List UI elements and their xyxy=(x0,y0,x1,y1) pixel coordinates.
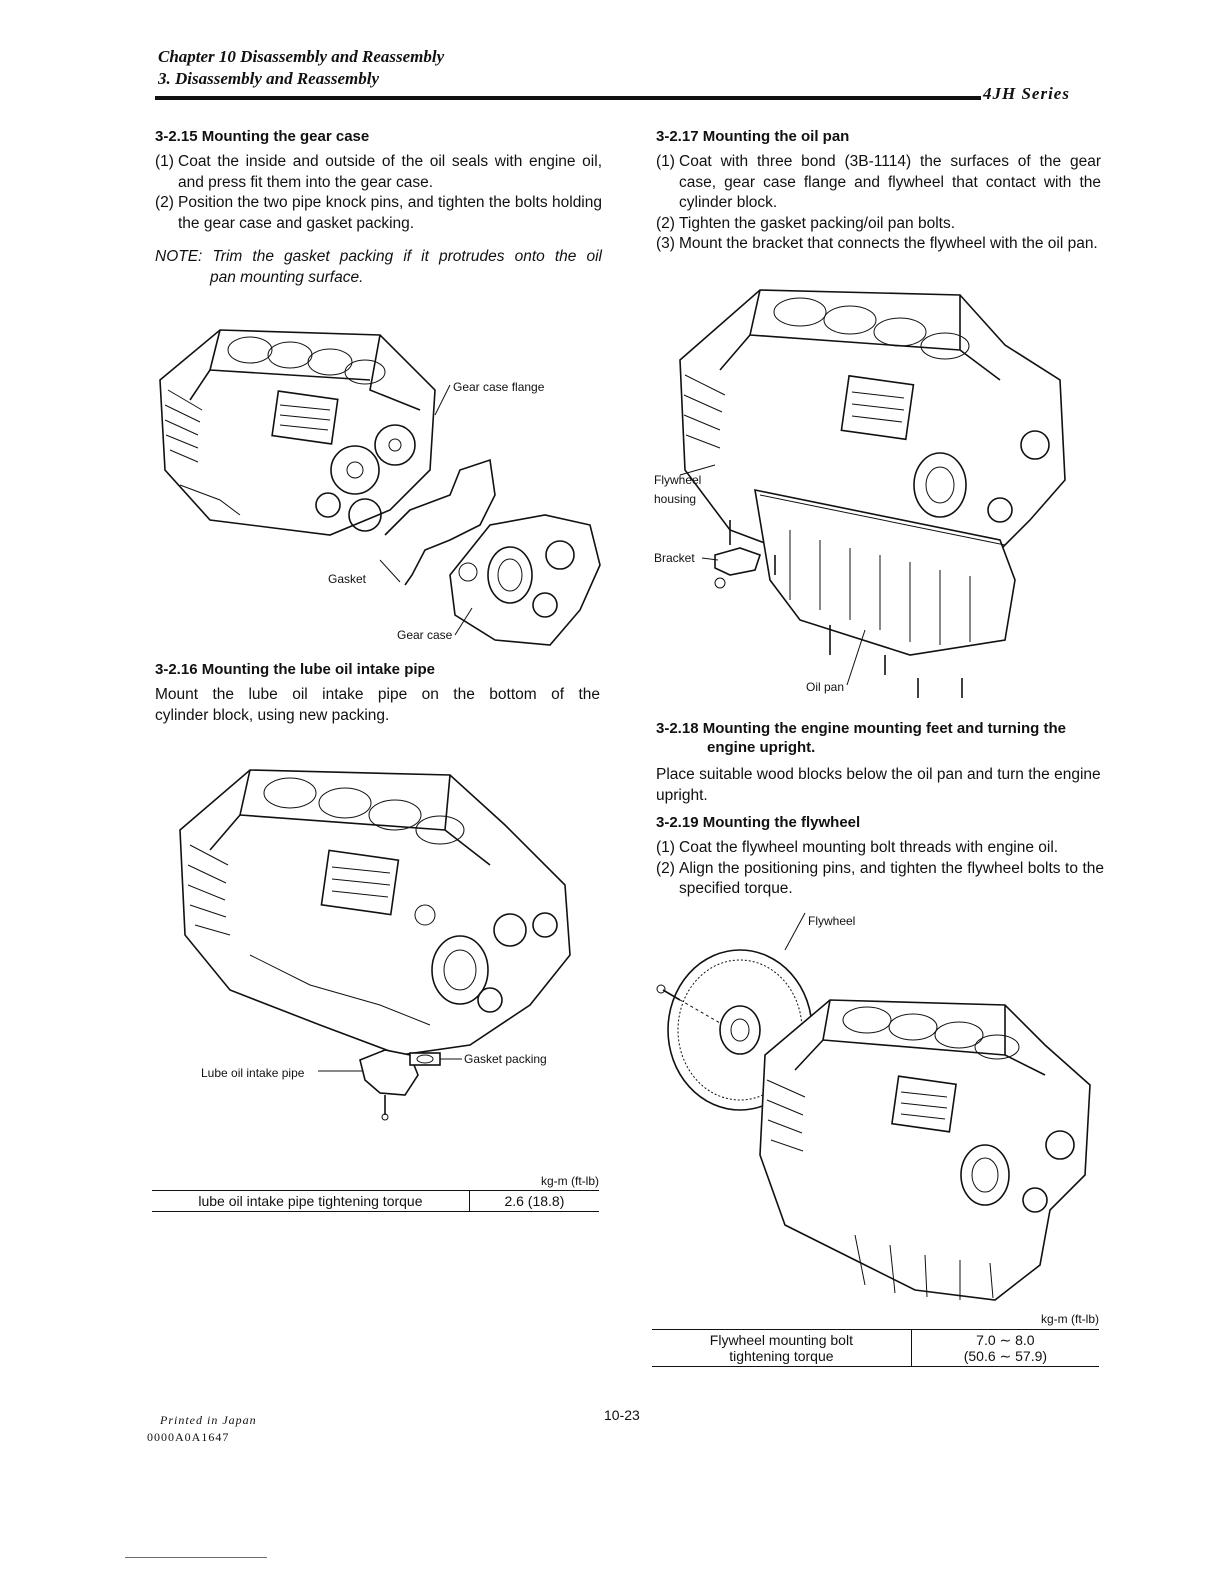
section-3-2-17: 3-2.17 Mounting the oil pan (1) Coat wit… xyxy=(656,127,1101,255)
section-3-2-16: 3-2.16 Mounting the lube oil intake pipe… xyxy=(155,661,600,724)
callout-lube-oil-intake-pipe: Lube oil intake pipe xyxy=(201,1066,305,1080)
spec-unit: kg-m (ft-lb) xyxy=(541,1174,599,1188)
step-item: (3) Mount the bracket that connects the … xyxy=(656,235,1098,252)
spec-value: 7.0 ∼ 8.0 (50.6 ∼ 57.9) xyxy=(910,1329,1099,1367)
callout-gear-case-flange: Gear case flange xyxy=(453,380,545,394)
gear-case-illustration xyxy=(159,329,601,646)
section-title: 3. Disassembly and Reassembly xyxy=(158,69,379,88)
step-item: (1) Coat with three bond (3B-1114) the s… xyxy=(656,153,1101,211)
callout-gasket-packing: Gasket packing xyxy=(464,1052,547,1066)
spec-label: Flywheel mounting bolt tightening torque xyxy=(652,1329,912,1367)
document-code: 0000A0A1647 xyxy=(147,1430,230,1444)
section-heading: 3-2.19 Mounting the flywheel xyxy=(656,814,861,831)
flywheel-illustration xyxy=(656,912,1091,1301)
step-item: (1) Coat the flywheel mounting bolt thre… xyxy=(656,839,1059,856)
callout-gear-case: Gear case xyxy=(397,628,453,642)
callout-flywheel-housing-line2: housing xyxy=(654,492,697,506)
section-3-2-18: 3-2.18 Mounting the engine mounting feet… xyxy=(656,719,1104,806)
step-item: (2) Position the two pipe knock pins, an… xyxy=(155,194,602,232)
callout-oil-pan: Oil pan xyxy=(806,680,845,694)
callout-bracket: Bracket xyxy=(654,551,695,565)
lube-oil-intake-illustration xyxy=(179,769,571,1121)
section-3-2-15: 3-2.15 Mounting the gear case (1) Coat t… xyxy=(155,127,602,288)
header-rule xyxy=(155,96,981,100)
spec-table-flywheel: kg-m (ft-lb) Flywheel mounting bolt tigh… xyxy=(652,1312,1099,1367)
spec-table-lube-oil: kg-m (ft-lb) lube oil intake pipe tighte… xyxy=(152,1174,599,1212)
section-3-2-19: 3-2.19 Mounting the flywheel (1) Coat th… xyxy=(656,813,1104,900)
bottom-divider xyxy=(125,1557,267,1558)
callout-flywheel: Flywheel xyxy=(808,914,856,928)
callout-flywheel-housing: Flywheel xyxy=(654,473,702,487)
spec-unit: kg-m (ft-lb) xyxy=(1041,1312,1099,1326)
printed-in: Printed in Japan xyxy=(160,1413,257,1427)
callout-gasket: Gasket xyxy=(328,572,367,586)
step-item: (1) Coat the inside and outside of the o… xyxy=(155,153,602,191)
step-item: (2) Tighten the gasket packing/oil pan b… xyxy=(656,214,956,232)
note: NOTE: Trim the gasket packing if it prot… xyxy=(155,248,602,286)
section-heading: 3-2.17 Mounting the oil pan xyxy=(656,128,850,145)
page-number: 10-23 xyxy=(604,1407,640,1423)
spec-label: lube oil intake pipe tightening torque xyxy=(152,1190,470,1212)
section-heading: 3-2.16 Mounting the lube oil intake pipe xyxy=(155,661,436,678)
spec-value: 2.6 (18.8) xyxy=(468,1190,599,1212)
oil-pan-illustration xyxy=(679,289,1066,698)
chapter-title: Chapter 10 Disassembly and Reassembly xyxy=(158,47,445,66)
step-item: (2) Align the positioning pins, and tigh… xyxy=(656,859,1104,898)
section-heading: 3-2.15 Mounting the gear case xyxy=(155,128,370,145)
series-label: 4JH Series xyxy=(983,84,1070,103)
section-heading: 3-2.18 Mounting the engine mounting feet… xyxy=(656,720,1066,756)
